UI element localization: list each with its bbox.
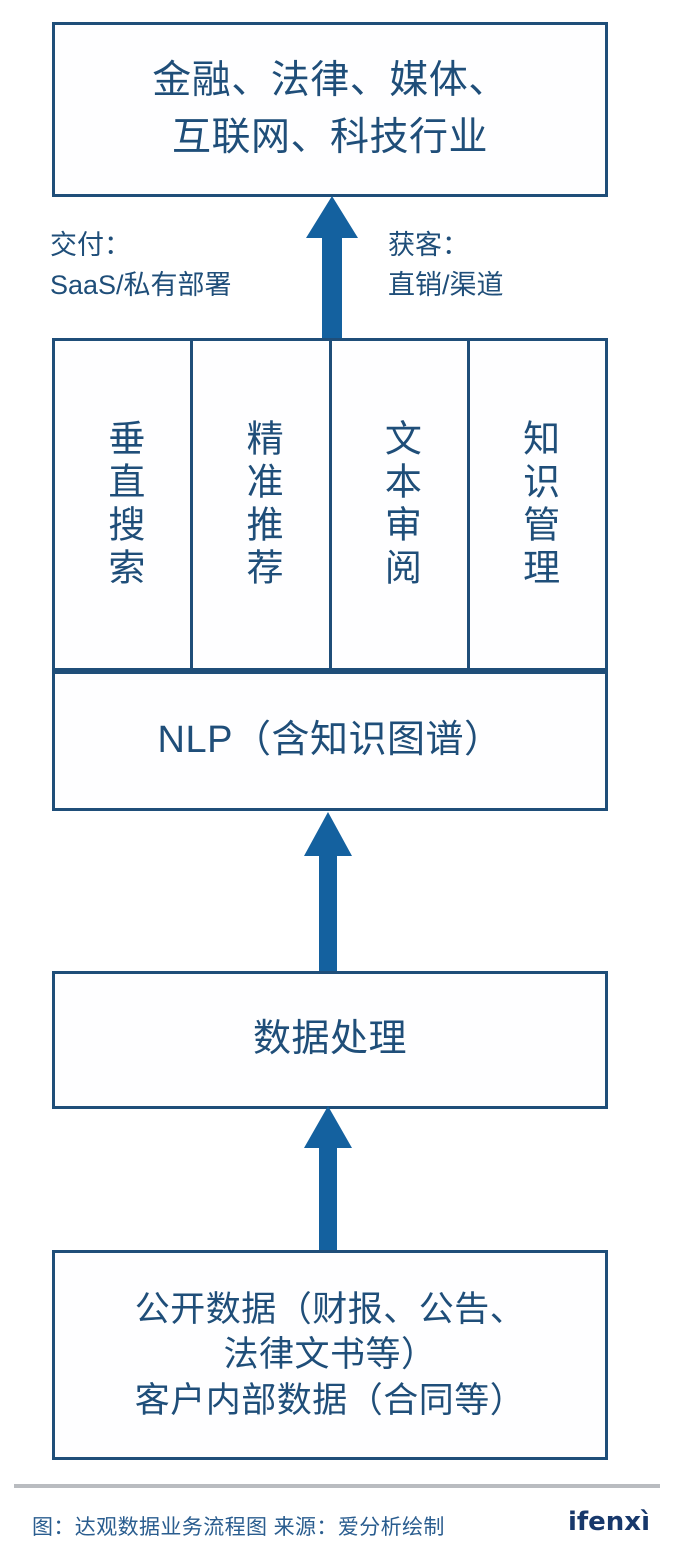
product-column-knowledge-management: 知识管理 bbox=[466, 341, 605, 668]
product-column-precise-recommendation: 精准推荐 bbox=[190, 341, 328, 668]
data-processing-box: 数据处理 bbox=[52, 971, 608, 1109]
acquisition-caption-value: 直销/渠道 bbox=[388, 269, 504, 300]
source-data-box: 公开数据（财报、公告、 法律文书等） 客户内部数据（合同等） bbox=[52, 1250, 608, 1460]
product-column-text-review: 文本审阅 bbox=[328, 341, 467, 668]
ifenxi-logo: ifenxì bbox=[567, 1507, 650, 1537]
footer: 图：达观数据业务流程图 来源：爱分析绘制 ifenxì bbox=[0, 1479, 674, 1560]
nlp-box: NLP（含知识图谱） bbox=[52, 671, 608, 811]
arrow-products-to-industries bbox=[300, 196, 364, 344]
nlp-label: NLP（含知识图谱） bbox=[157, 719, 503, 762]
product-row: 垂直搜索 精准推荐 文本审阅 知识管理 bbox=[52, 338, 608, 671]
industries-box: 金融、法律、媒体、 互联网、科技行业 bbox=[52, 22, 608, 197]
source-data-line-1: 公开数据（财报、公告、 bbox=[134, 1289, 526, 1329]
data-processing-label: 数据处理 bbox=[252, 1018, 407, 1061]
source-data-line-2: 法律文书等） bbox=[223, 1335, 437, 1375]
source-data-line-3: 客户内部数据（合同等） bbox=[134, 1380, 526, 1420]
footer-caption: 图：达观数据业务流程图 来源：爱分析绘制 bbox=[32, 1516, 445, 1539]
acquisition-caption-label: 获客： bbox=[388, 230, 469, 260]
acquisition-caption: 获客： 直销/渠道 bbox=[388, 226, 504, 306]
arrow-dataproc-to-nlp bbox=[296, 812, 360, 974]
arrow-source-to-dataproc bbox=[296, 1106, 360, 1254]
delivery-caption: 交付： SaaS/私有部署 bbox=[50, 226, 232, 306]
delivery-caption-label: 交付： bbox=[50, 230, 131, 260]
delivery-caption-value: SaaS/私有部署 bbox=[50, 269, 232, 300]
footer-divider bbox=[14, 1484, 660, 1488]
industries-line-2: 互联网、科技行业 bbox=[171, 115, 488, 159]
product-column-vertical-search: 垂直搜索 bbox=[102, 418, 144, 591]
industries-line-1: 金融、法律、媒体、 bbox=[152, 58, 508, 102]
